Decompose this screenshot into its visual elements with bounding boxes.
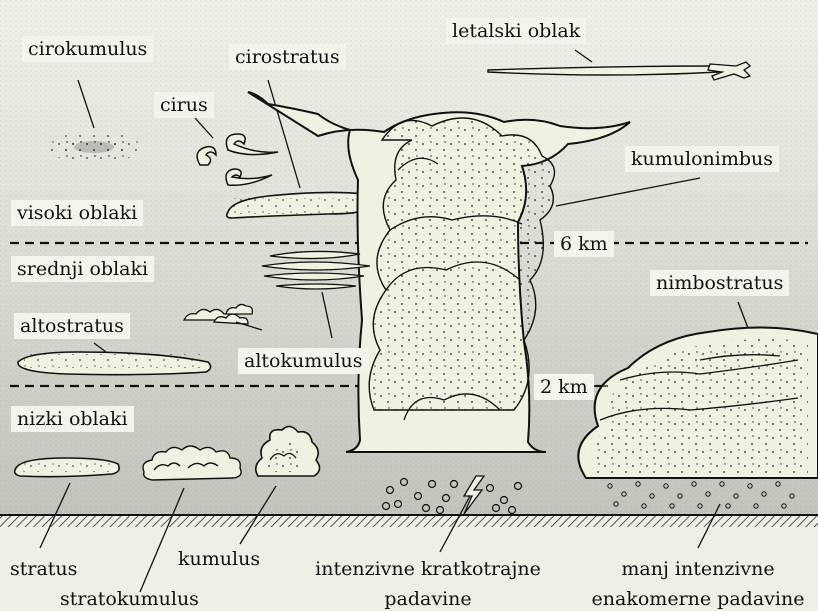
cirokumulus-cloud: [46, 131, 142, 163]
caption-stratus: stratus: [10, 558, 77, 580]
label-6km: 6 km: [554, 231, 614, 257]
label-altostratus: altostratus: [14, 313, 130, 339]
label-cirus: cirus: [154, 92, 214, 118]
label-2km: 2 km: [534, 374, 594, 400]
caption-kumulus: kumulus: [178, 548, 260, 570]
label-visoki-oblaki: visoki oblaki: [11, 200, 143, 226]
label-nizki-oblaki: nizki oblaki: [11, 406, 134, 432]
caption-intenzivne-line2: padavine: [300, 588, 556, 610]
caption-manj-line1: manj intenzivne: [580, 558, 816, 580]
label-letalski-oblak: letalski oblak: [446, 18, 586, 44]
label-altokumulus: altokumulus: [238, 348, 369, 374]
caption-stratokumulus: stratokumulus: [60, 588, 199, 610]
label-kumulonimbus: kumulonimbus: [625, 146, 779, 172]
label-srednji-oblaki: srednji oblaki: [11, 256, 154, 282]
caption-intenzivne-line1: intenzivne kratkotrajne: [300, 558, 556, 580]
label-cirostratus: cirostratus: [229, 44, 346, 70]
caption-manj-line2: enakomerne padavine: [580, 588, 816, 610]
ground-hatch: [0, 515, 818, 527]
label-nimbostratus: nimbostratus: [650, 270, 789, 296]
label-cirokumulus: cirokumulus: [22, 36, 153, 62]
